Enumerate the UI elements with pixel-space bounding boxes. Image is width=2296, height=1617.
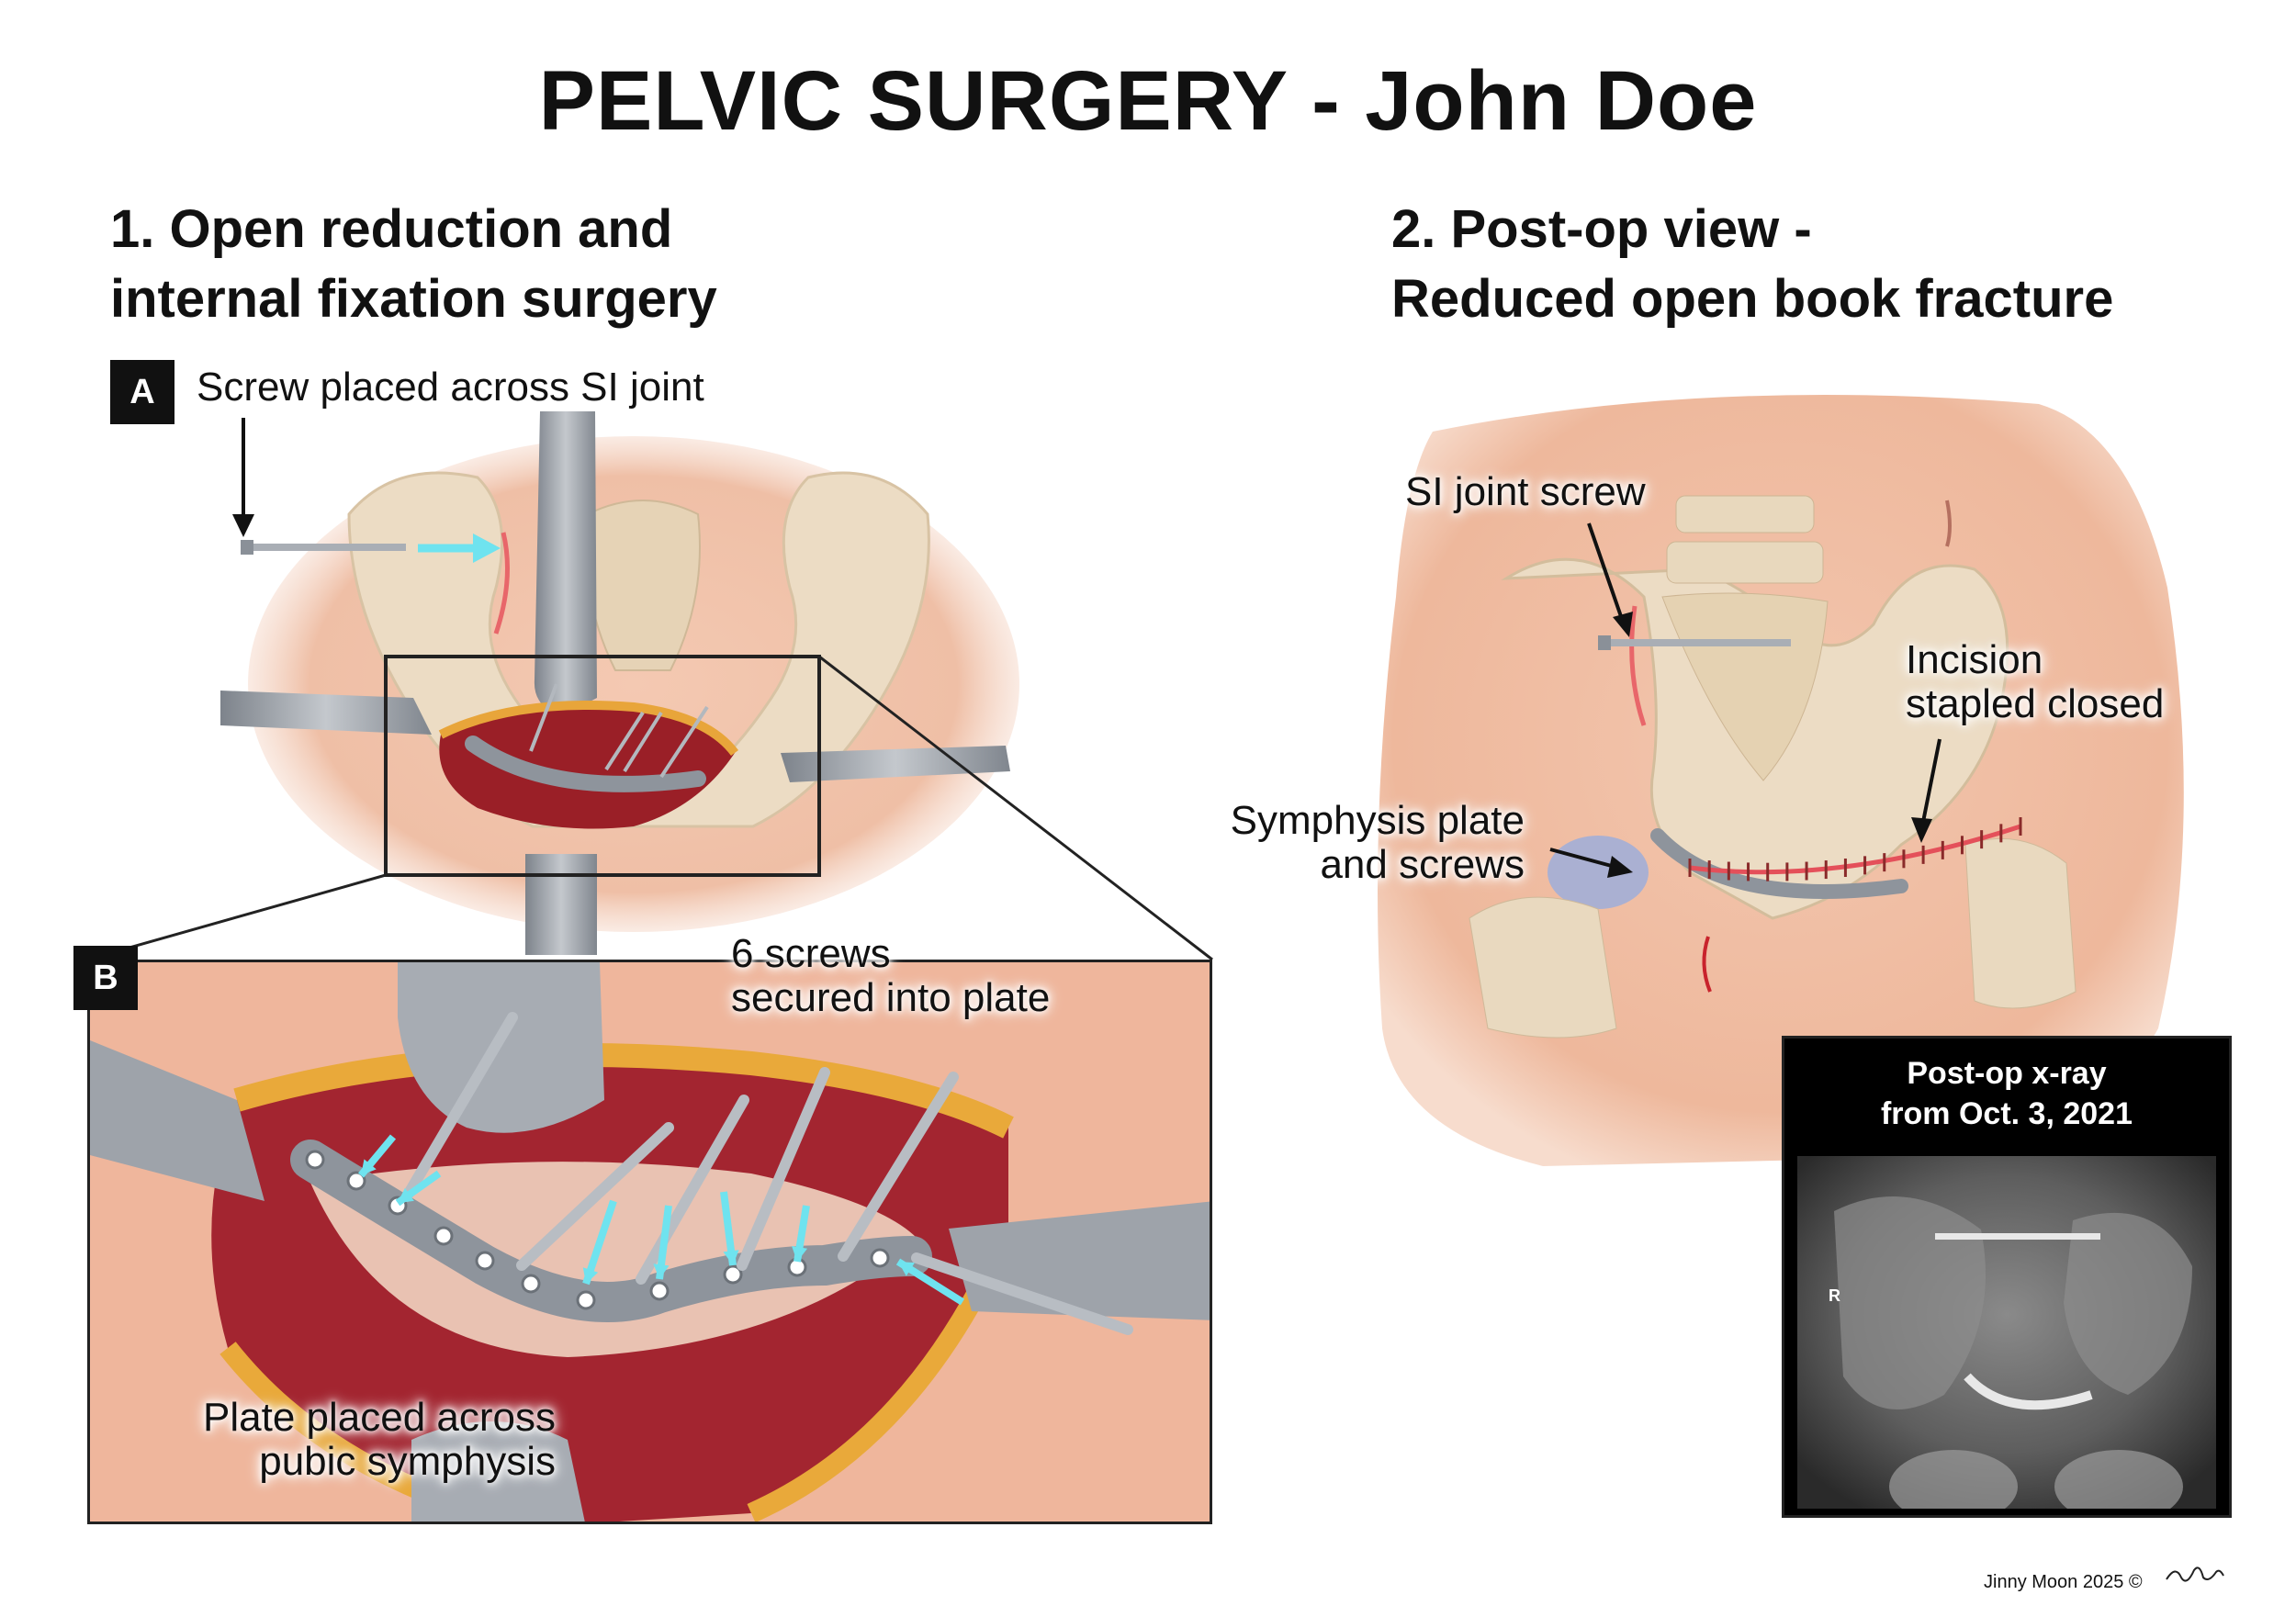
cyan-arrow-head — [723, 1250, 739, 1265]
retractor-bottom-a — [525, 854, 597, 955]
cyan-arrow-head — [398, 1187, 414, 1203]
symphysis-label: Symphysis plate and screws — [1185, 799, 1525, 887]
postop-illustration — [1378, 395, 2184, 1166]
cyan-arrow-head — [898, 1262, 915, 1276]
incision-label: Incision stapled closed — [1906, 638, 2164, 726]
screws-a — [529, 683, 709, 779]
retractor-right-a — [781, 746, 1010, 782]
si-screw-a — [241, 540, 406, 555]
femur-shaft-left — [1469, 896, 1617, 1039]
staples — [1688, 817, 2022, 881]
incision-label-line-2: stapled closed — [1906, 681, 2165, 726]
cyan-arrow-shaft — [582, 1199, 617, 1286]
femur-shaft-right — [1964, 837, 2077, 1009]
panel-a-illustration — [86, 411, 1213, 961]
xray-side-marker: R — [1829, 1286, 1840, 1305]
zoom-line-right — [818, 655, 1213, 961]
artist-credit: Jinny Moon 2025 © — [1984, 1572, 2143, 1592]
femur-left-postop — [1548, 836, 1649, 909]
panel-b-screws-label-line-1: 6 screws — [731, 931, 891, 976]
fat-border-a — [438, 701, 738, 757]
panel-a-arrows — [232, 418, 501, 563]
cyan-arrows-b — [357, 1134, 965, 1306]
fracture-line — [1702, 936, 1712, 993]
symphysis-plate-postop — [1650, 828, 1908, 899]
retractor-left-b — [90, 1040, 264, 1201]
plate-a — [465, 736, 706, 792]
si-screw-postop — [1598, 635, 1791, 650]
panel-b-illustration — [90, 962, 1210, 1522]
section-1-heading-line-2: internal fixation surgery — [110, 269, 717, 329]
panel-a-label: Screw placed across SI joint — [197, 365, 704, 410]
section-2-heading-line-2: Reduced open book fracture — [1391, 269, 2114, 329]
cyan-arrow-head — [361, 1159, 377, 1175]
panel-b-screws-label-line-2: secured into plate — [731, 975, 1051, 1020]
panel-b-plate-label: Plate placed across pubic symphysis — [110, 1396, 556, 1484]
si-screw-label: SI joint screw — [1405, 469, 1646, 514]
xray-title: Post-op x-ray from Oct. 3, 2021 — [1784, 1053, 2229, 1134]
panel-a-badge: A — [110, 360, 174, 424]
screws-b — [401, 1012, 1133, 1335]
retractor-vertical-a — [534, 411, 597, 716]
xray-title-line-2: from Oct. 3, 2021 — [1880, 1096, 2133, 1131]
section-1-heading: 1. Open reduction and internal fixation … — [110, 195, 717, 334]
panel-b-inset — [87, 960, 1212, 1524]
symphysis-label-line-1: Symphysis plate — [1230, 798, 1525, 843]
navel — [1945, 500, 1952, 547]
page-title: PELVIC SURGERY - John Doe — [538, 54, 1758, 148]
zoom-line-left — [86, 873, 387, 961]
section-1-heading-line-1: 1. Open reduction and — [110, 199, 673, 259]
retractor-left-a — [220, 691, 432, 735]
wound-a — [439, 705, 735, 829]
artist-signature-icon — [2166, 1566, 2224, 1582]
panel-b-screws-label: 6 screws secured into plate — [731, 932, 1050, 1020]
plate-holes-b — [305, 1150, 890, 1310]
section-2-heading: 2. Post-op view - Reduced open book frac… — [1391, 195, 2113, 334]
fat-layer-b — [233, 1043, 1014, 1139]
xray-image — [1797, 1156, 2216, 1509]
incision-label-line-1: Incision — [1906, 637, 2043, 682]
zoom-box — [384, 655, 821, 877]
xray-title-line-1: Post-op x-ray — [1907, 1056, 2107, 1091]
xray-panel: Post-op x-ray from Oct. 3, 2021 R — [1782, 1036, 2232, 1518]
panel-b-plate-label-line-1: Plate placed across — [203, 1395, 556, 1440]
cyan-arrow-head — [792, 1246, 808, 1262]
panel-b-badge: B — [73, 946, 138, 1010]
panel-b-plate-label-line-2: pubic symphysis — [259, 1439, 556, 1484]
si-joint-line-postop — [1629, 605, 1647, 726]
section-2-heading-line-1: 2. Post-op view - — [1391, 199, 1812, 259]
postop-arrows — [1549, 522, 1941, 878]
symphysis-label-line-2: and screws — [1320, 842, 1525, 887]
cyan-arrow-head — [582, 1267, 599, 1284]
cyan-arrow-head — [653, 1263, 670, 1279]
si-joint-line-a — [493, 532, 510, 634]
plate-b — [290, 1140, 932, 1322]
retractor-bottom-b — [411, 1421, 585, 1522]
